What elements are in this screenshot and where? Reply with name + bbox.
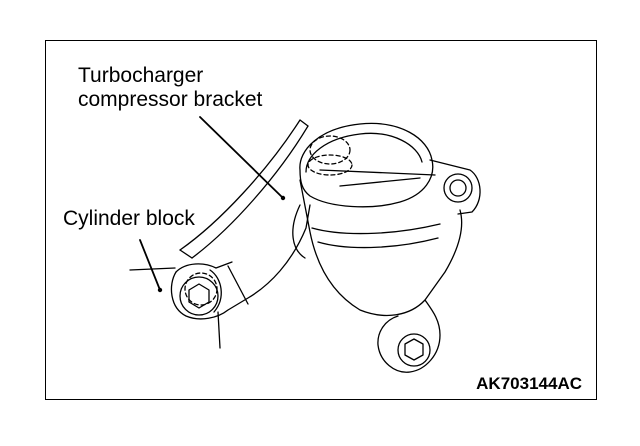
lower-bolt bbox=[397, 333, 431, 367]
hidden-circle bbox=[184, 272, 218, 306]
bracket-label-line2: compressor bracket bbox=[78, 88, 263, 111]
bracket-leader-dot bbox=[280, 195, 286, 201]
hidden-fitting bbox=[307, 135, 353, 176]
bracket-label-line1: Turbocharger bbox=[78, 64, 204, 87]
cylinder-block-label: Cylinder block bbox=[63, 207, 195, 230]
bracket-leader-line bbox=[199, 116, 284, 199]
block-leader-line bbox=[139, 239, 161, 291]
block-leader-dot bbox=[157, 287, 163, 293]
left-bolt bbox=[179, 276, 219, 316]
upper-right-bolt bbox=[443, 173, 473, 203]
cylinder-block-outline bbox=[179, 119, 309, 259]
figure-frame bbox=[45, 40, 597, 400]
compressor-housing bbox=[292, 122, 481, 373]
figure-id: AK703144AC bbox=[476, 374, 582, 393]
bracket-label: Turbocharger compressor bracket bbox=[78, 64, 262, 112]
